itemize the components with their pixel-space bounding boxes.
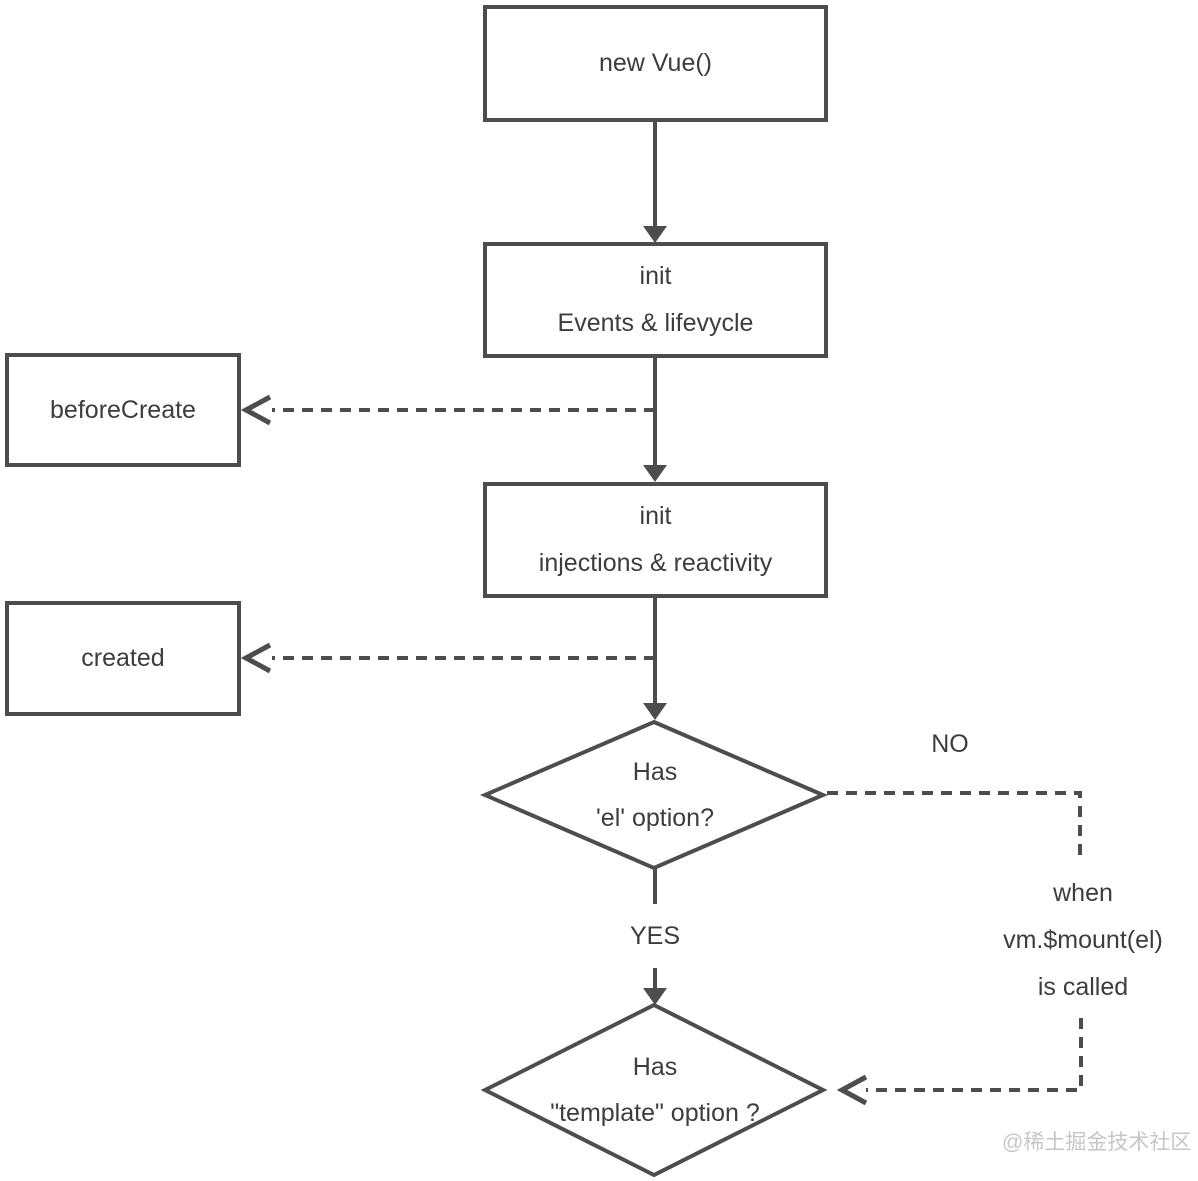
watermark-text: @稀土掘金技术社区 xyxy=(1002,1131,1192,1154)
node-created: created xyxy=(5,601,241,716)
node-init-events-line1: init xyxy=(639,262,672,290)
mount-note: when vm.$mount(el) is called xyxy=(975,870,1191,1011)
mount-note-line3: is called xyxy=(1037,973,1129,1001)
dashed-path-no-lower xyxy=(866,1018,1083,1092)
node-created-label: created xyxy=(81,644,165,672)
arrowhead-initevents-to-initinjections xyxy=(643,465,667,482)
edge-label-yes: YES xyxy=(629,922,681,950)
node-before-create: beforeCreate xyxy=(5,353,241,467)
node-init-injections: init injections & reactivity xyxy=(483,482,828,598)
arrowhead-yes-to-hastemplate xyxy=(643,988,667,1005)
node-new-vue-label: new Vue() xyxy=(598,49,712,77)
arrowhead-newvue-to-initevents xyxy=(643,226,667,243)
node-init-injections-line1: init xyxy=(639,502,672,530)
arrowhead-created xyxy=(240,642,272,674)
mount-note-line1: when xyxy=(1053,879,1113,907)
mount-note-line2: vm.$mount(el) xyxy=(1003,926,1163,954)
diamond-has-template xyxy=(480,1002,828,1178)
arrowhead-hastemplate xyxy=(836,1074,868,1106)
node-before-create-label: beforeCreate xyxy=(50,395,196,424)
arrowhead-initinjections-to-hasel xyxy=(643,703,667,720)
node-init-injections-line2: injections & reactivity xyxy=(538,549,773,577)
dashed-path-no-upper xyxy=(827,791,1082,858)
node-init-events: init Events & lifevycle xyxy=(483,242,828,358)
node-init-events-line2: Events & lifevycle xyxy=(557,309,754,337)
node-new-vue: new Vue() xyxy=(483,5,828,122)
edge-label-no: NO xyxy=(931,730,969,758)
diamond-has-el xyxy=(479,719,829,871)
arrowhead-beforecreate xyxy=(240,394,272,426)
